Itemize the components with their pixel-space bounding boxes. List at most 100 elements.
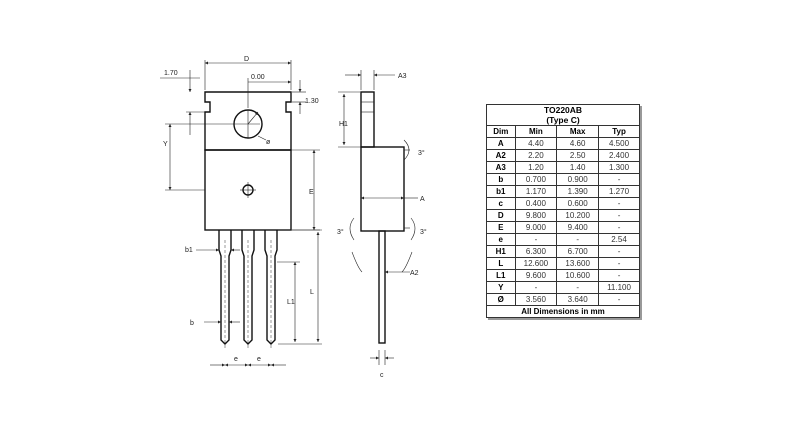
dim-label-offset: 0.00 — [251, 74, 265, 81]
cell-max: 2.50 — [556, 149, 600, 162]
table-title-text: TO220AB — [543, 105, 583, 115]
dim-label-a2: A2 — [410, 270, 419, 277]
cell-typ: - — [598, 197, 640, 210]
cell-dim: Ø — [486, 293, 516, 306]
cell-typ: 4.500 — [598, 137, 640, 150]
dim-label-c: c — [380, 372, 384, 379]
front-view: D 0.00 1.70 1.30 ø Y E L — [160, 56, 322, 367]
cell-typ: - — [598, 269, 640, 282]
table-title: TO220AB (Type C) — [486, 104, 640, 126]
table-footer: All Dimensions in mm — [486, 305, 640, 318]
dim-label-y: Y — [163, 141, 168, 148]
cell-max: 1.40 — [556, 161, 600, 174]
leads — [218, 230, 278, 350]
cell-dim: A3 — [486, 161, 516, 174]
cell-min: 2.20 — [514, 149, 558, 162]
cell-dim: c — [486, 197, 516, 210]
dim-label-pitch-2: e — [257, 356, 261, 363]
cell-min: - — [514, 233, 558, 246]
cell-max: 10.200 — [556, 209, 600, 222]
dim-label-b1: b1 — [185, 247, 193, 254]
cell-max: 0.600 — [556, 197, 600, 210]
cell-typ: - — [598, 209, 640, 222]
dim-label-e-upper: E — [309, 189, 314, 196]
cell-max: 10.600 — [556, 269, 600, 282]
cell-typ: 11.100 — [598, 281, 640, 294]
cell-typ: - — [598, 173, 640, 186]
cell-typ: 1.300 — [598, 161, 640, 174]
table-footer-row: All Dimensions in mm — [486, 305, 640, 318]
cell-dim: L1 — [486, 269, 516, 282]
dim-label-a: A — [420, 196, 425, 203]
table-row: Y--11.100 — [486, 281, 640, 294]
cell-typ: 2.400 — [598, 149, 640, 162]
side-view: A3 H1 A 3° 3° 3° A2 c — [337, 70, 427, 379]
cell-typ: - — [598, 245, 640, 258]
table-subtitle-text: (Type C) — [546, 115, 580, 125]
side-body — [360, 146, 405, 232]
dim-label-angle-top: 3° — [418, 149, 425, 157]
cell-max: 6.700 — [556, 245, 600, 258]
cell-typ: - — [598, 293, 640, 306]
cell-min: 9.800 — [514, 209, 558, 222]
dim-label-angle-left: 3° — [337, 228, 344, 236]
cell-max: - — [556, 281, 600, 294]
dim-label-130: 1.30 — [305, 98, 319, 105]
cell-max: 0.900 — [556, 173, 600, 186]
dim-label-a3: A3 — [398, 73, 407, 80]
cell-dim: L — [486, 257, 516, 270]
table-row: e--2.54 — [486, 233, 640, 246]
cell-min: 0.700 — [514, 173, 558, 186]
cell-dim: E — [486, 221, 516, 234]
cell-max: 4.60 — [556, 137, 600, 150]
cell-dim: b — [486, 173, 516, 186]
cell-min: 1.20 — [514, 161, 558, 174]
cell-min: 9.600 — [514, 269, 558, 282]
column-header-typ: Typ — [598, 125, 640, 138]
dim-label-angle-right: 3° — [420, 228, 427, 236]
cell-min: 1.170 — [514, 185, 558, 198]
cell-min: 4.40 — [514, 137, 558, 150]
cell-dim: H1 — [486, 245, 516, 258]
dim-label-dia: ø — [266, 139, 271, 146]
cell-max: 9.400 — [556, 221, 600, 234]
cell-dim: Y — [486, 281, 516, 294]
column-header-min: Min — [514, 125, 558, 138]
dim-label-pitch-1: e — [234, 356, 238, 363]
side-lead — [378, 230, 386, 344]
dim-label-170: 1.70 — [164, 70, 178, 77]
cell-min: 0.400 — [514, 197, 558, 210]
cell-typ: 1.270 — [598, 185, 640, 198]
table-header-row: Dim Min Max Typ — [486, 125, 640, 138]
cell-max: 13.600 — [556, 257, 600, 270]
cell-typ: - — [598, 257, 640, 270]
dim-label-l1: L1 — [287, 299, 295, 306]
dim-label-h1: H1 — [339, 121, 348, 128]
cell-min: - — [514, 281, 558, 294]
dim-label-b: b — [190, 320, 194, 327]
cell-dim: D — [486, 209, 516, 222]
side-tab — [360, 91, 375, 148]
cell-dim: e — [486, 233, 516, 246]
cell-min: 12.600 — [514, 257, 558, 270]
cell-dim: A — [486, 137, 516, 150]
column-header-max: Max — [556, 125, 600, 138]
cell-min: 9.000 — [514, 221, 558, 234]
column-header-dim: Dim — [486, 125, 516, 138]
dim-label-l: L — [310, 289, 314, 296]
cell-max: - — [556, 233, 600, 246]
